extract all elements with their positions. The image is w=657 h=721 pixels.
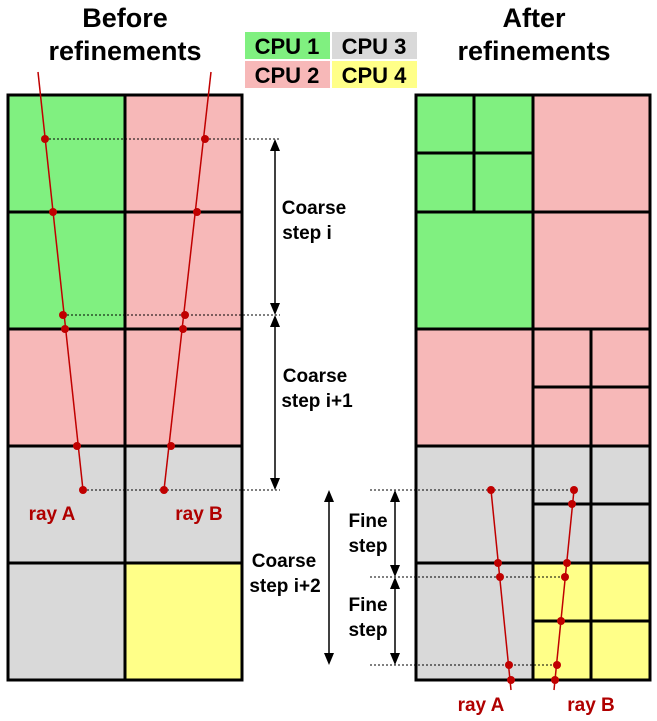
left-ray-a-point: [49, 208, 57, 216]
legend-label-cpu2: CPU 2: [255, 63, 320, 88]
legend-swatch-cpu1: [245, 32, 330, 59]
right-ray-b-point: [551, 676, 559, 684]
right-ray-a-label: ray A: [458, 695, 505, 716]
left-cell-r1c0: [8, 212, 125, 329]
left-cell-r3c0: [8, 446, 125, 563]
right-title-line1: After: [502, 3, 565, 33]
right-ray-b-point: [570, 486, 578, 494]
left-rays: [37, 71, 212, 494]
left-ray-a-point: [41, 135, 49, 143]
left-cell-r4c0: [8, 563, 125, 680]
left-cell-r2c0: [8, 329, 125, 446]
left-ray-a-point: [61, 325, 69, 333]
right-ray-a-line: [490, 489, 512, 691]
left-ray-a-label: ray A: [29, 504, 76, 525]
coarse-step-i2-line1: Coarse: [252, 551, 316, 572]
coarse-step-i1-line2: step i+1: [281, 391, 353, 412]
left-ray-b-point: [167, 442, 175, 450]
left-cell-r3c1: [125, 446, 242, 563]
legend-label-cpu3: CPU 3: [342, 34, 407, 59]
coarse-step-i-line1: Coarse: [282, 198, 346, 219]
legend-swatch-cpu2: [245, 61, 330, 88]
left-ray-a-point: [59, 311, 67, 319]
right-ray-a-point: [507, 676, 515, 684]
right-ray-a-point: [496, 573, 504, 581]
right-ray-b-point: [553, 661, 561, 669]
fine-step-1-line2: step: [348, 536, 387, 557]
left-cell-r0c1: [125, 95, 242, 212]
right-ray-b-label: ray B: [567, 695, 615, 716]
left-ray-b-point: [193, 208, 201, 216]
left-cell-r4c1: [125, 563, 242, 680]
left-grid: [6, 93, 244, 682]
left-ray-b-point: [201, 135, 209, 143]
right-ray-b-point: [568, 500, 576, 508]
left-title-line2: refinements: [48, 36, 201, 66]
left-ray-a-point: [79, 486, 87, 494]
coarse-step-i-line2: step i: [282, 223, 332, 244]
left-ray-a-point: [73, 442, 81, 450]
coarse-step-i1-line1: Coarse: [283, 366, 347, 387]
right-title-line2: refinements: [457, 36, 610, 66]
right-ray-a-point: [494, 559, 502, 567]
right-grid: [414, 93, 652, 682]
left-title-line1: Before: [82, 3, 168, 33]
left-cell-r2c1: [125, 329, 242, 446]
right-rays: [487, 486, 578, 691]
right-ray-b-line: [553, 489, 575, 691]
legend-label-cpu1: CPU 1: [255, 34, 320, 59]
fine-step-1-line1: Fine: [348, 511, 387, 532]
right-ray-a-point: [487, 486, 495, 494]
right-ray-b-point: [557, 617, 565, 625]
legend-label-cpu4: CPU 4: [342, 63, 408, 88]
left-ray-b-point: [179, 325, 187, 333]
right-ray-b-point: [561, 573, 569, 581]
left-ray-b-point: [181, 311, 189, 319]
fine-step-2-line1: Fine: [348, 595, 387, 616]
step-arrows: [270, 139, 400, 665]
left-ray-b-point: [160, 486, 168, 494]
left-cell-r0c0: [8, 95, 125, 212]
guide-lines: [45, 138, 574, 666]
right-ray-a-point: [505, 661, 513, 669]
legend: CPU 1 CPU 3 CPU 2 CPU 4: [245, 32, 417, 88]
coarse-step-i2-line2: step i+2: [249, 576, 320, 597]
legend-swatch-cpu3: [332, 32, 417, 59]
legend-swatch-cpu4: [332, 61, 417, 88]
fine-step-2-line2: step: [348, 620, 387, 641]
left-cell-r1c1: [125, 212, 242, 329]
left-ray-b-label: ray B: [175, 504, 223, 525]
right-ray-b-point: [563, 559, 571, 567]
